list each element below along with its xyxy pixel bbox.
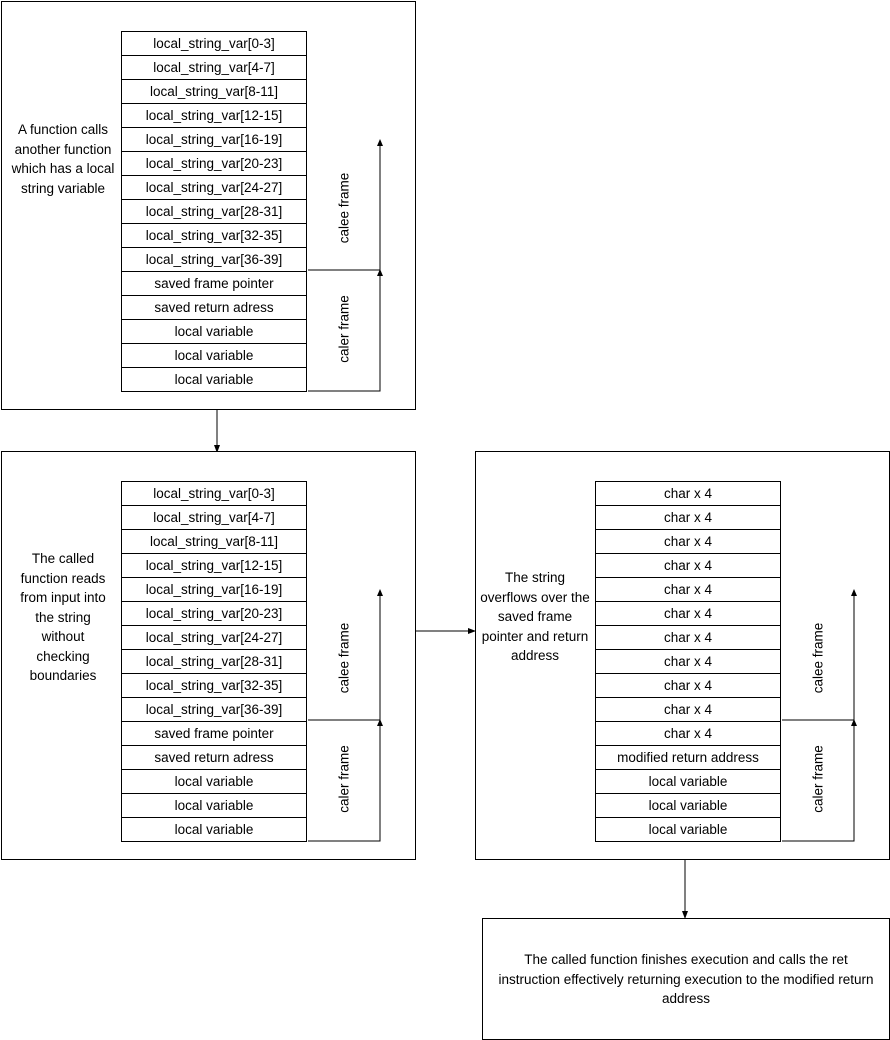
caller-frame-label: caler frame xyxy=(810,745,826,813)
stack-cell: char x 4 xyxy=(595,554,781,578)
stack-cell: local_string_var[32-35] xyxy=(121,674,307,698)
stack-cell: local variable xyxy=(121,770,307,794)
stack-cell: local_string_var[20-23] xyxy=(121,602,307,626)
stack-cell: char x 4 xyxy=(595,674,781,698)
stack-cell: saved frame pointer xyxy=(121,272,307,296)
stack-cell: local variable xyxy=(595,818,781,842)
frame-markers xyxy=(308,139,383,392)
panel-initial-state: A function calls another function which … xyxy=(1,1,416,410)
stack-cell: local_string_var[28-31] xyxy=(121,200,307,224)
stack-cell: local_string_var[16-19] xyxy=(121,578,307,602)
stack-cell: char x 4 xyxy=(595,722,781,746)
stack-cell: char x 4 xyxy=(595,602,781,626)
final-step-text: The called function finishes execution a… xyxy=(498,952,874,1006)
panel-overflow: The string overflows over the saved fram… xyxy=(475,451,890,860)
caller-arrow-head xyxy=(377,719,383,726)
callee-arrow-head xyxy=(377,139,383,146)
stack-cell: local variable xyxy=(121,368,307,392)
stack-cell: modified return address xyxy=(595,746,781,770)
caller-frame-label: caler frame xyxy=(336,745,352,813)
stack-cell: local_string_var[36-39] xyxy=(121,698,307,722)
stack-diagram: char x 4 char x 4 char x 4 char x 4 char… xyxy=(595,481,781,842)
stack-cell: local_string_var[24-27] xyxy=(121,626,307,650)
frame-markers xyxy=(308,589,383,842)
stack-cell: local variable xyxy=(121,794,307,818)
panel-description: The string overflows over the saved fram… xyxy=(480,570,590,663)
stack-cell: local variable xyxy=(121,818,307,842)
stack-cell: local variable xyxy=(121,320,307,344)
stack-diagram: local_string_var[0-3] local_string_var[4… xyxy=(121,481,307,842)
callee-frame-label: calee frame xyxy=(336,172,352,244)
stack-cell: char x 4 xyxy=(595,482,781,506)
stack-cell: local variable xyxy=(595,794,781,818)
caller-frame-bracket xyxy=(782,719,855,842)
stack-cell: local variable xyxy=(595,770,781,794)
callee-frame-label: calee frame xyxy=(336,622,352,694)
frame-markers xyxy=(782,589,857,842)
stack-cell: local_string_var[4-7] xyxy=(121,56,307,80)
callee-frame-label: calee frame xyxy=(810,622,826,694)
caller-frame-bracket xyxy=(308,269,381,392)
caller-frame-bracket xyxy=(308,719,381,842)
stack-cell: local_string_var[8-11] xyxy=(121,80,307,104)
stack-cell: local_string_var[4-7] xyxy=(121,506,307,530)
stack-cell: local_string_var[28-31] xyxy=(121,650,307,674)
panel-read-input: The called function reads from input int… xyxy=(1,451,416,860)
stack-cell: local_string_var[36-39] xyxy=(121,248,307,272)
stack-cell: local_string_var[0-3] xyxy=(121,32,307,56)
stack-cell: local_string_var[12-15] xyxy=(121,104,307,128)
stack-cell: saved return adress xyxy=(121,746,307,770)
callee-arrow-head xyxy=(851,589,857,596)
caller-arrow-head xyxy=(851,719,857,726)
stack-cell: char x 4 xyxy=(595,650,781,674)
stack-cell: local_string_var[16-19] xyxy=(121,128,307,152)
stack-cell: local_string_var[8-11] xyxy=(121,530,307,554)
stack-cell: local variable xyxy=(121,344,307,368)
panel-description: The called function reads from input int… xyxy=(20,551,106,683)
stack-cell: local_string_var[0-3] xyxy=(121,482,307,506)
stack-cell: saved return adress xyxy=(121,296,307,320)
panel-description: A function calls another function which … xyxy=(11,122,115,196)
caller-arrow-head xyxy=(377,269,383,276)
final-step-box: The called function finishes execution a… xyxy=(482,918,890,1040)
stack-cell: char x 4 xyxy=(595,578,781,602)
stack-diagram: local_string_var[0-3] local_string_var[4… xyxy=(121,31,307,392)
caller-frame-label: caler frame xyxy=(336,295,352,363)
callee-arrow-head xyxy=(377,589,383,596)
stack-cell: char x 4 xyxy=(595,698,781,722)
stack-cell: local_string_var[12-15] xyxy=(121,554,307,578)
stack-cell: saved frame pointer xyxy=(121,722,307,746)
stack-cell: local_string_var[20-23] xyxy=(121,152,307,176)
stack-cell: char x 4 xyxy=(595,506,781,530)
stack-cell: char x 4 xyxy=(595,530,781,554)
stack-cell: char x 4 xyxy=(595,626,781,650)
stack-cell: local_string_var[32-35] xyxy=(121,224,307,248)
stack-cell: local_string_var[24-27] xyxy=(121,176,307,200)
